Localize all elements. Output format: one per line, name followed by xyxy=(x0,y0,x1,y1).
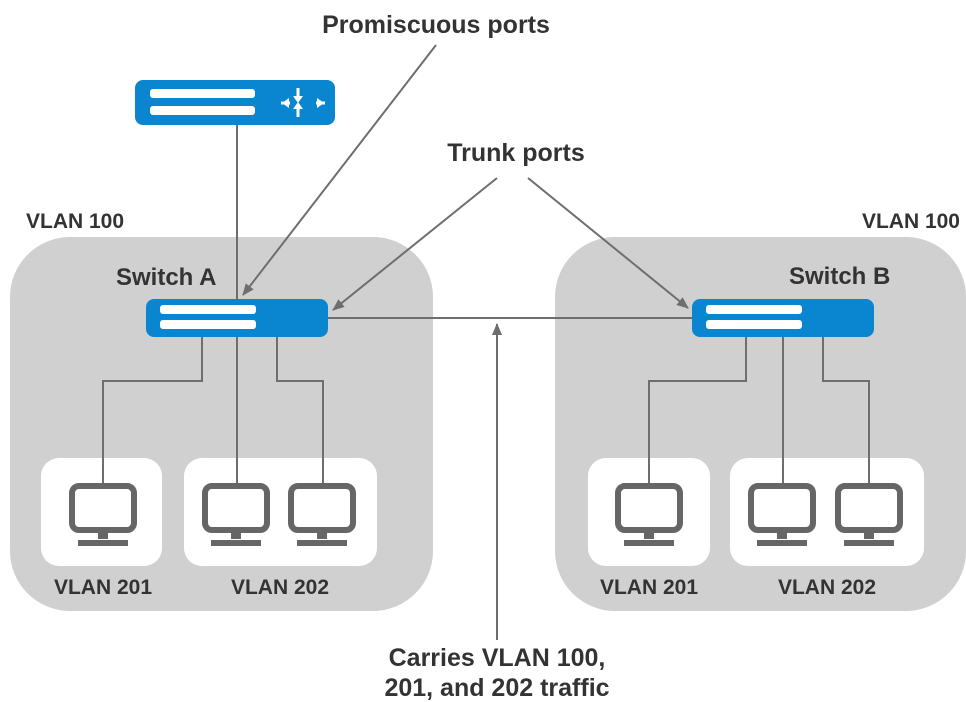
site-a-cable-1 xyxy=(102,336,203,486)
promiscuous-arrow xyxy=(242,44,437,296)
site-b-vlan202-label: VLAN 202 xyxy=(778,576,876,599)
site-b-vlan202-box xyxy=(730,458,924,566)
site-b-cable-3 xyxy=(822,336,870,486)
site-b-cable-1 xyxy=(648,336,747,486)
four-way-arrows-icon xyxy=(281,88,325,117)
cabling xyxy=(102,125,870,486)
site-b-vlan201-box xyxy=(588,458,710,566)
promiscuous-ports-label: Promiscuous ports xyxy=(322,11,550,39)
switch-a-label: Switch A xyxy=(116,264,216,291)
switch-b[interactable] xyxy=(692,299,874,337)
site-a-vlan201-box xyxy=(41,458,162,566)
site-a-vlan202-box xyxy=(184,458,377,566)
trunk-arrow-a xyxy=(332,177,498,311)
site-a-vlan202-label: VLAN 202 xyxy=(231,576,329,599)
router[interactable] xyxy=(135,80,335,125)
site-b-vlan201-label: VLAN 201 xyxy=(600,576,698,599)
trunk-arrow-b xyxy=(527,177,689,309)
trunk-ports-label: Trunk ports xyxy=(447,139,585,167)
site-b-vlan-label: VLAN 100 xyxy=(862,210,960,233)
site-a-vlan201-label: VLAN 201 xyxy=(54,576,152,599)
site-a-cable-3 xyxy=(276,336,324,486)
carries-traffic-label-line1: Carries VLAN 100, xyxy=(389,644,606,672)
site-a-vlan-label: VLAN 100 xyxy=(26,210,124,233)
carries-traffic-label-line2: 201, and 202 traffic xyxy=(384,674,609,702)
switch-b-label: Switch B xyxy=(789,263,890,290)
switch-a[interactable] xyxy=(146,299,328,337)
